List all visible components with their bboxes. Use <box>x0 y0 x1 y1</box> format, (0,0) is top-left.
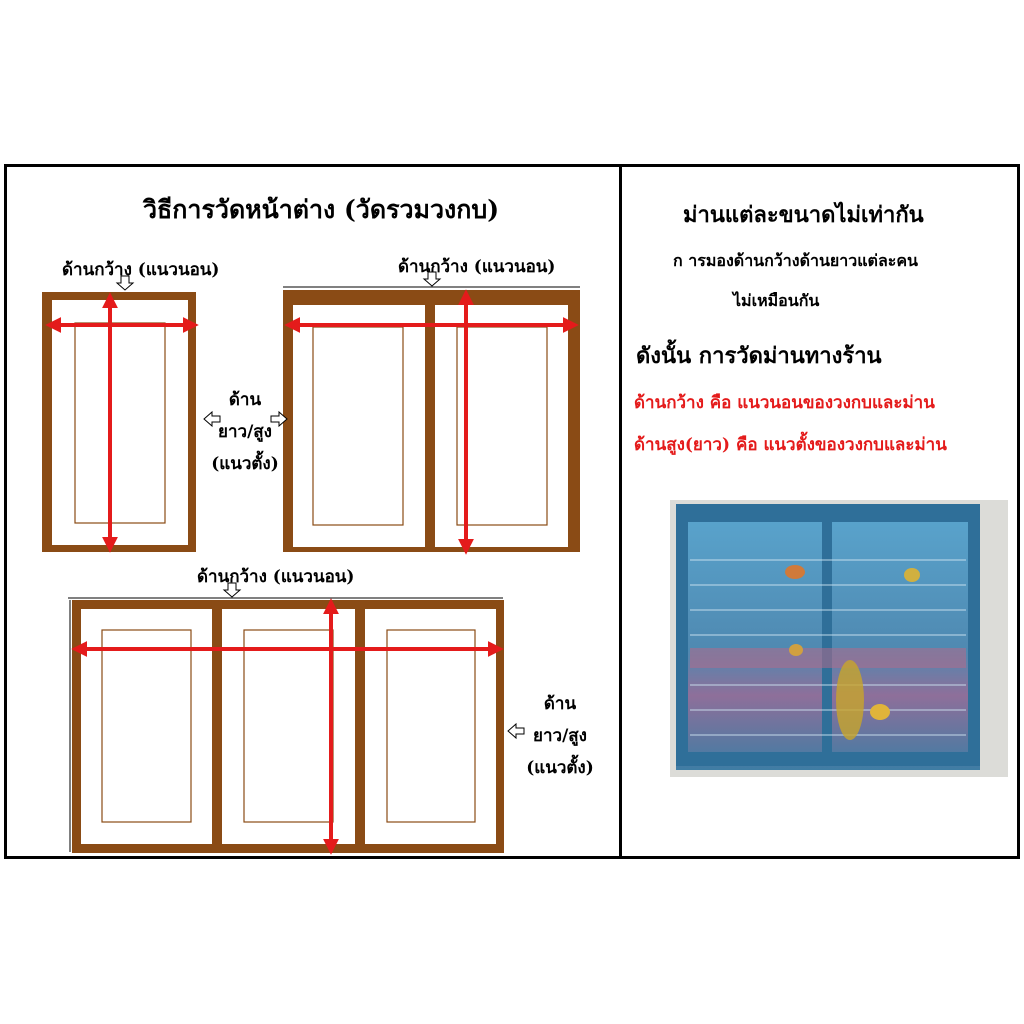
width-label-triple: ด้านกว้าง (แนวนอน) <box>197 567 355 587</box>
red-definition-height: ด้านสูง(ยาว) คือ แนวตั้งของวงกบและม่าน <box>634 435 947 455</box>
height-label-line2: ยาว/สูง <box>218 422 272 442</box>
right-line1: ก ารมองด้านกว้างด้านยาวแต่ละคน <box>673 251 918 270</box>
width-label-single: ด้านกว้าง (แนวนอน) <box>62 260 220 280</box>
width-label-double: ด้านกว้าง (แนวนอน) <box>398 257 556 277</box>
window-single <box>42 275 199 553</box>
height-label-line3: (แนวตั้ง) <box>526 758 594 778</box>
window-double <box>283 271 580 555</box>
pointer-arrow-icon <box>115 275 135 291</box>
height-label-line3: (แนวตั้ง) <box>211 454 279 474</box>
window-triple <box>68 582 504 855</box>
right-subheading: ดังนั้น การวัดม่านทางร้าน <box>636 343 882 369</box>
pointer-right-icon <box>270 410 288 428</box>
pointer-left-icon <box>203 410 221 428</box>
height-label-2: ด้าน ยาว/สูง (แนวตั้ง) <box>515 688 605 784</box>
right-heading: ม่านแต่ละขนาดไม่เท่ากัน <box>683 202 924 228</box>
right-line2: ไม่เหมือนกัน <box>733 291 820 310</box>
height-label-line1: ด้าน <box>228 390 262 410</box>
height-label-line1: ด้าน <box>543 694 577 714</box>
page-title: วิธีการวัดหน้าต่าง (วัดรวมวงกบ) <box>143 195 500 224</box>
pointer-arrow-icon <box>222 582 242 598</box>
height-label-1: ด้าน ยาว/สูง (แนวตั้ง) <box>200 384 290 480</box>
panel-frame <box>4 164 1020 859</box>
panel-divider <box>619 164 622 859</box>
red-definition-width: ด้านกว้าง คือ แนวนอนของวงกบและม่าน <box>634 393 935 413</box>
curtain-photo <box>670 500 1008 777</box>
pointer-left-icon <box>507 722 525 740</box>
pointer-arrow-icon <box>422 271 442 287</box>
height-label-line2: ยาว/สูง <box>533 726 587 746</box>
